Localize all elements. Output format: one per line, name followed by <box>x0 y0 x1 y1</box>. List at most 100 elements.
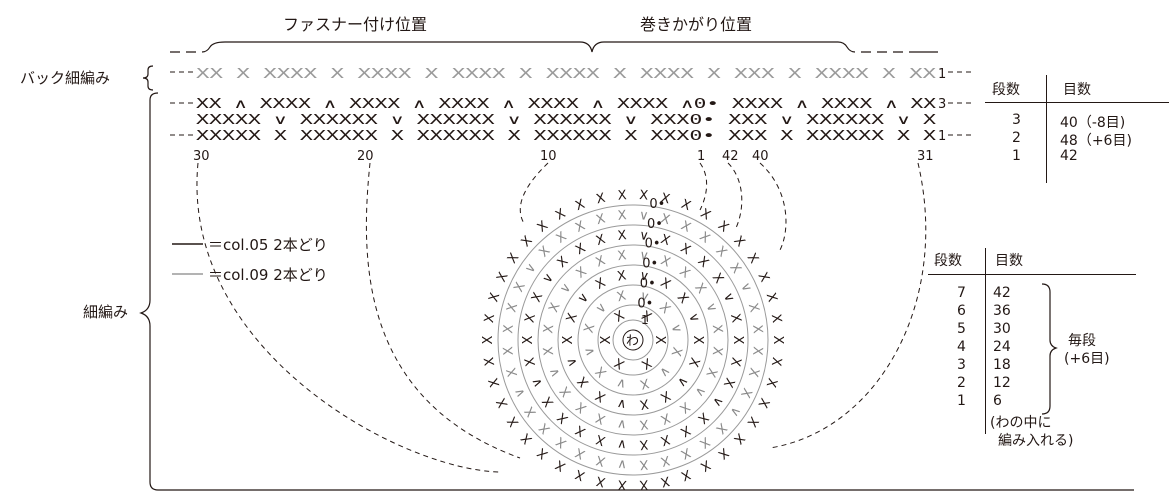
round-3-stitch-mark: X <box>638 395 649 411</box>
round-7-stitch-mark: X <box>482 313 498 324</box>
round-3-stitch-mark: X <box>685 355 702 369</box>
round-4-stitch-mark: X <box>691 281 708 297</box>
round-6-stitch-mark: X <box>726 261 743 277</box>
table1-count-3: 42 <box>1060 148 1078 164</box>
round-2-stitch-mark: X <box>593 363 610 380</box>
round-4-stitch-mark: X <box>541 346 557 357</box>
round-2-stitch-mark: X <box>615 289 628 306</box>
round-3-stitch-mark: ∨ <box>638 268 650 284</box>
magic-ring-label: わ <box>626 334 639 349</box>
round-7-stitch-mark: X <box>679 466 693 483</box>
round-6-stitch-mark: X <box>504 366 521 379</box>
table2-bracket-label2: (+6目) <box>1064 351 1110 367</box>
table2-header-round: 段数 <box>934 253 962 269</box>
table2-count-2: 12 <box>993 375 1011 391</box>
legend-dark-text: ＝col.05 2本どり <box>208 236 328 254</box>
table2-header-count: 目数 <box>995 253 1023 269</box>
round-3-stitch-mark: ∨ <box>564 355 581 369</box>
round-5-stitch-mark: ∨ <box>720 290 738 305</box>
row-number-back: 1 <box>938 67 946 82</box>
round-1-stitch-mark: X <box>612 354 627 371</box>
round-5-stitch-mark: X <box>521 335 536 344</box>
round-2-stitch-mark: ∨ <box>638 289 651 306</box>
round-chain-mark: 0• <box>649 197 665 212</box>
back-sc-label: バック細編み <box>20 69 110 87</box>
round-5-stitch-mark: X <box>720 375 737 389</box>
table2-bracket-label1: 毎段 <box>1068 333 1096 349</box>
round-7-stitch-mark: X <box>639 476 649 492</box>
round-6-stitch-mark: ∨ <box>726 403 744 419</box>
round-5-stitch-mark: X <box>555 409 572 426</box>
table2-count-1: 6 <box>993 393 1002 409</box>
round-chain-mark: 0• <box>647 217 663 232</box>
table2-round-5: 5 <box>957 321 966 337</box>
round-4-stitch-mark: X <box>574 264 590 281</box>
round-7-stitch-mark: X <box>573 466 587 483</box>
whip-position-label: 巻きかがり位置 <box>640 15 752 34</box>
round-7-stitch-mark: X <box>768 313 784 324</box>
round-6-stitch-mark: X <box>522 403 539 419</box>
round-7-stitch-mark: X <box>754 395 771 410</box>
table2-round-7: 7 <box>957 285 966 301</box>
table1-header-round: 段数 <box>992 82 1020 98</box>
round-4-stitch-mark: X <box>676 398 692 415</box>
table2-note-line2: 編み入れる) <box>998 433 1074 449</box>
round-3-stitch-mark: X <box>593 387 608 404</box>
round-7-stitch-mark: X <box>770 336 785 345</box>
round-5-stitch-mark: X <box>678 241 693 258</box>
round-4-stitch-mark: X <box>702 365 719 379</box>
round-5-stitch-mark: ∨ <box>638 228 649 244</box>
round-4-stitch-mark: ∨ <box>546 365 563 380</box>
round-5-stitch-mark: X <box>573 241 588 258</box>
round-7-stitch-mark: X <box>754 270 771 285</box>
round-6-stitch-mark: X <box>511 280 528 294</box>
table2-round-6: 6 <box>957 303 966 319</box>
round-6-stitch-mark: X <box>659 452 672 469</box>
round-7-stitch-mark: X <box>763 376 780 389</box>
table2-note-line1: (わの中に <box>990 415 1052 431</box>
round-5-stitch-mark: X <box>659 431 672 448</box>
round-6-stitch-mark: ∨ <box>522 260 540 276</box>
round-4-stitch-mark: ∨ <box>557 280 575 297</box>
table2-count-5: 30 <box>993 321 1011 337</box>
round-7-stitch-mark: X <box>698 206 713 223</box>
round-6-stitch-mark: X <box>536 420 553 437</box>
round-ring-2 <box>597 304 669 376</box>
table2-count-3: 18 <box>993 357 1011 373</box>
round-7-stitch-mark: X <box>730 233 747 250</box>
round-4-stitch-mark: X <box>541 323 557 334</box>
round-7-stitch-mark: X <box>639 188 649 204</box>
round-5-stitch-mark: X <box>529 290 546 304</box>
round-ring-7 <box>497 204 769 476</box>
table2-round-4: 4 <box>957 339 966 355</box>
round-7-stitch-mark: X <box>573 197 587 214</box>
table2-round-1: 1 <box>957 393 966 409</box>
round-6-stitch-mark: ∨ <box>511 385 529 400</box>
round-7-stitch-mark: X <box>715 444 731 461</box>
round-3-stitch-mark: X <box>561 335 576 344</box>
round-6-stitch-mark: X <box>659 211 672 228</box>
round-2-stitch-mark: ∨ <box>668 322 685 335</box>
top-brace <box>170 41 938 53</box>
round-ring-5 <box>537 244 729 436</box>
round-7-stitch-mark: X <box>481 335 496 344</box>
magic-ring <box>622 329 644 351</box>
round-5-stitch-mark: ∨ <box>529 375 547 390</box>
round-5-stitch-mark: X <box>540 393 557 409</box>
round-3-stitch-mark: X <box>674 290 691 307</box>
round-6-stitch-mark: X <box>617 208 627 224</box>
round-3-stitch-mark: ∨ <box>685 311 702 325</box>
round-start-number: 1 <box>641 313 649 327</box>
table1-count-1: 40（-8目) <box>1060 115 1126 131</box>
round-6-stitch-mark: X <box>745 366 762 379</box>
round-4-stitch-mark: X <box>658 253 672 270</box>
round-2-stitch-mark: ∨ <box>656 363 673 380</box>
round-6-stitch-mark: ∨ <box>617 456 628 472</box>
round-7-stitch-mark: X <box>519 233 536 250</box>
round-5-stitch-mark: X <box>523 356 540 368</box>
round-6-stitch-mark: X <box>554 433 570 450</box>
round-5-stitch-mark: X <box>555 254 572 271</box>
round-6-stitch-mark: X <box>639 456 649 472</box>
round-chain-mark: 0• <box>642 257 658 272</box>
